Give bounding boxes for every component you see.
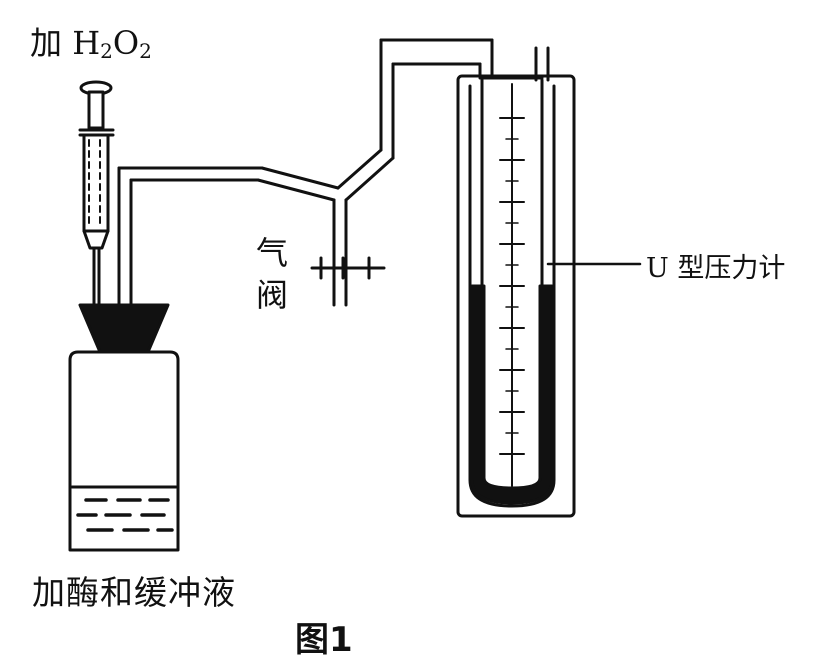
- h2o2-formula: H2O2: [72, 24, 152, 63]
- connector-tube: [336, 38, 494, 202]
- add-h2o2-label: 加 H2O2: [30, 18, 152, 64]
- valve-label-line-2: 阀: [255, 276, 288, 314]
- u-gauge-label: U 型压力计: [646, 253, 786, 284]
- u-tube-manometer-icon: [456, 46, 576, 518]
- valve-label: 气 阀: [252, 232, 292, 316]
- valve-icon: [310, 256, 386, 280]
- valve-branch-tube: [332, 198, 348, 307]
- enzyme-buffer-label: 加酶和缓冲液: [32, 573, 236, 612]
- formula-sub-2: 2: [139, 39, 152, 63]
- formula-h: H: [72, 24, 101, 62]
- syringe-icon: [78, 80, 115, 314]
- add-prefix-text: 加: [30, 24, 63, 62]
- valve-label-line-1: 气: [255, 234, 288, 272]
- delivery-tube: [117, 166, 340, 314]
- bottle-icon: [68, 350, 180, 552]
- formula-o: O: [112, 24, 140, 62]
- figure-caption: 图1: [295, 620, 353, 660]
- stopper-icon: [78, 303, 170, 354]
- formula-sub-1: 2: [100, 39, 113, 63]
